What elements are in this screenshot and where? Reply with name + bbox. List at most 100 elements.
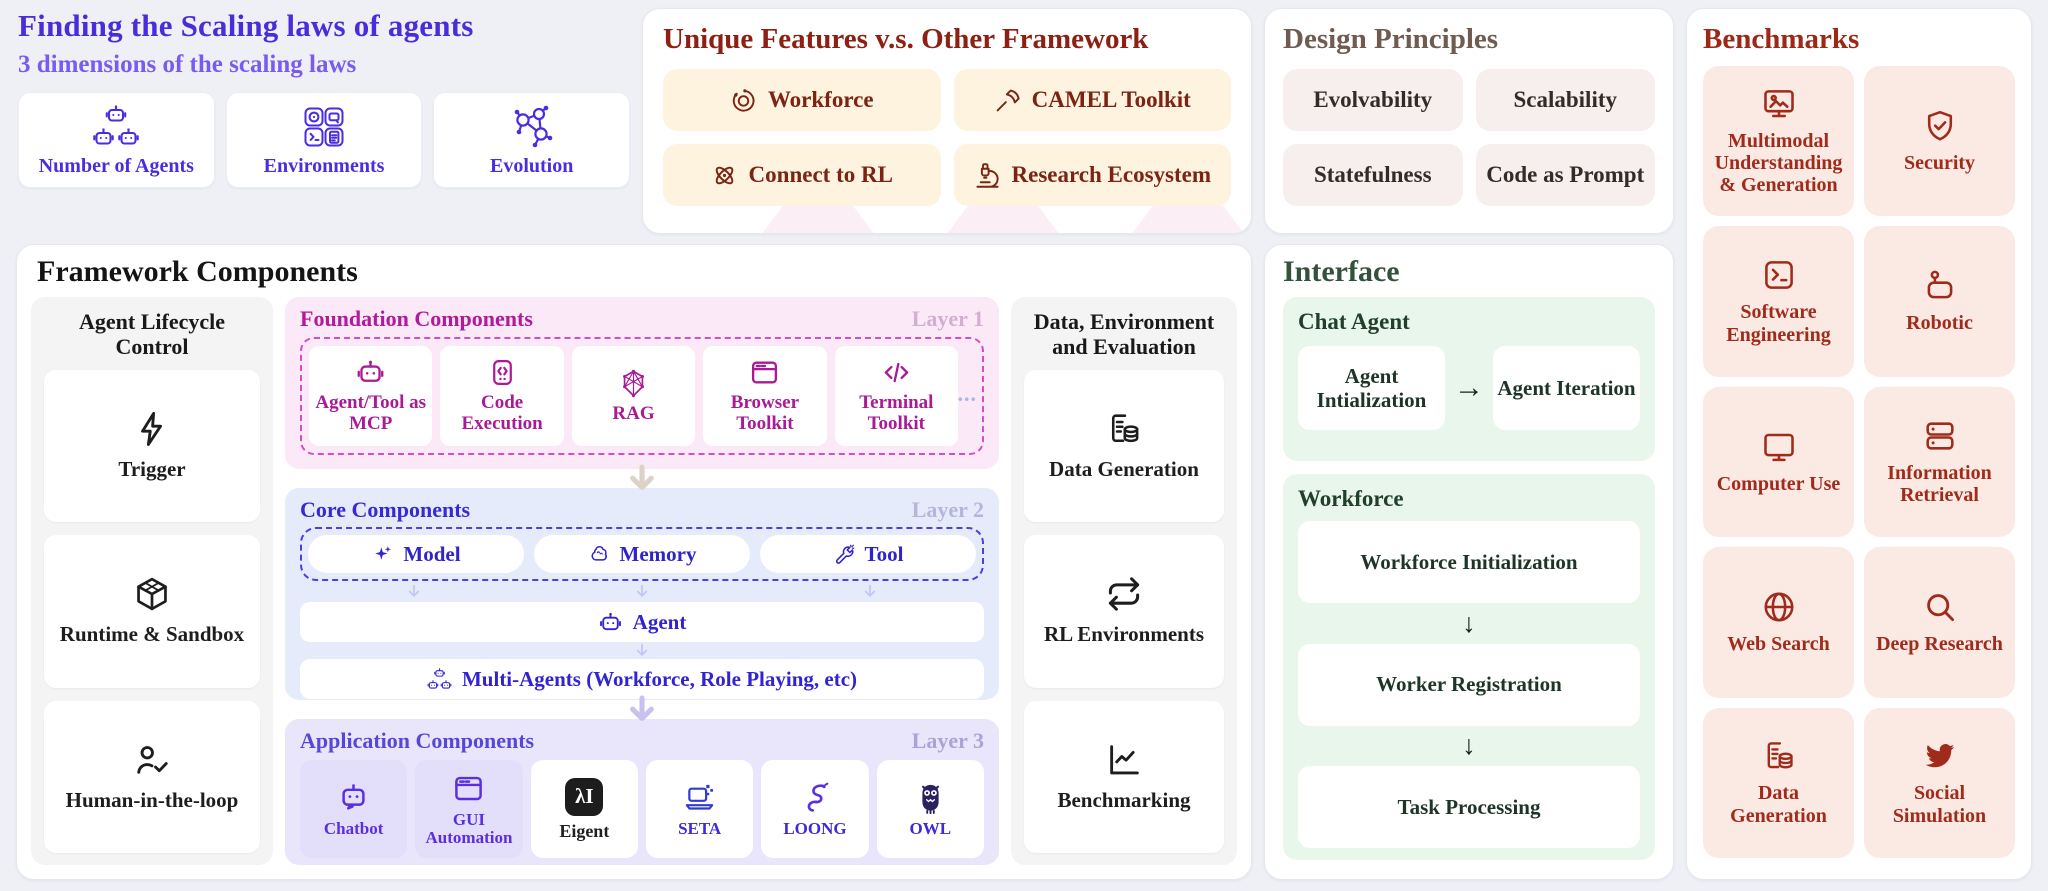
layer2-to-layer3-arrow	[285, 700, 999, 719]
step-worker-registration: Worker Registration	[1298, 643, 1640, 726]
benchmark-computer-use: Computer Use	[1703, 386, 1854, 538]
feature-workforce: Workforce	[663, 69, 941, 131]
search-icon	[1922, 589, 1958, 625]
application-cards: Chatbot GUI Automation λI Eigent SETA	[300, 760, 984, 858]
code-slash-icon	[881, 357, 912, 388]
benchmark-label: Deep Research	[1876, 633, 2003, 656]
multi-robot-network-icon	[427, 667, 452, 692]
data-generation-card: Data Generation	[1024, 369, 1224, 523]
benchmarks-title: Benchmarks	[1703, 23, 1860, 55]
benchmark-security: Security	[1864, 66, 2015, 217]
principle-evolvability: Evolvability	[1283, 69, 1463, 131]
step-label: Workforce Initialization	[1360, 549, 1578, 574]
design-principles-title: Design Principles	[1283, 23, 1499, 55]
interface-panel: Interface Chat Agent Agent Intialization…	[1264, 244, 1674, 880]
card-label: Environments	[263, 154, 385, 177]
more-toolkits-ellipsis: ...	[957, 380, 977, 406]
robot-icon	[598, 610, 623, 635]
document-database-icon	[1105, 410, 1143, 448]
mesh-graph-icon	[618, 368, 649, 399]
component-terminal-toolkit: Terminal Toolkit	[834, 346, 959, 446]
data-env-label: Benchmarking	[1057, 787, 1191, 812]
lifecycle-label: Runtime & Sandbox	[59, 622, 245, 647]
design-principles-panel: Design Principles Evolvability Scalabili…	[1264, 8, 1674, 234]
workforce-box: Workforce Workforce Initialization ↓ Wor…	[1283, 474, 1655, 860]
card-number-of-agents: Number of Agents	[18, 92, 215, 188]
app-label: Chatbot	[323, 818, 384, 838]
person-check-icon	[133, 741, 171, 779]
component-label: RAG	[612, 402, 655, 424]
feature-label: Workforce	[767, 87, 874, 112]
scaling-subtitle: 3 dimensions of the scaling laws	[18, 51, 357, 78]
step-label: Agent Iteration	[1497, 375, 1636, 400]
data-env-eval-column: Data, Environment and Evaluation Data Ge…	[1011, 297, 1237, 865]
principle-statefulness: Statefulness	[1283, 144, 1463, 206]
benchmark-data-generation: Data Generation	[1703, 707, 1854, 858]
component-label: Code Execution	[461, 392, 543, 434]
step-workforce-initialization: Workforce Initialization	[1298, 521, 1640, 603]
layer1-label: Layer 1	[911, 306, 984, 331]
browser-window-icon	[749, 357, 780, 388]
app-label: Eigent	[559, 820, 610, 841]
scaling-laws-section: Finding the Scaling laws of agents 3 dim…	[18, 8, 631, 236]
core-model: Model	[308, 535, 524, 573]
wrench-icon	[833, 543, 856, 566]
down-arrow-icon	[860, 582, 880, 602]
core-tool: Tool	[760, 535, 976, 573]
benchmarks-grid: Multimodal Understanding & Generation Se…	[1703, 66, 2015, 858]
component-code-execution: Code Execution	[440, 346, 564, 446]
principle-label: Scalability	[1513, 87, 1617, 112]
foundation-dashed-group: Agent/Tool as MCP Code Execution RAG Bro…	[300, 337, 984, 455]
lifecycle-label: Trigger	[118, 456, 186, 481]
agent-to-multi-arrow	[300, 642, 984, 659]
chat-agent-box: Chat Agent Agent Intialization → Agent I…	[1283, 297, 1655, 461]
component-browser-toolkit: Browser Toolkit	[703, 346, 827, 446]
component-label: Browser Toolkit	[730, 392, 800, 434]
owl-icon	[914, 781, 947, 814]
app-label: OWL	[909, 818, 952, 838]
layer1-to-layer2-arrow	[285, 469, 999, 488]
app-label: LOONG	[783, 818, 847, 838]
feature-label: Research Ecosystem	[1011, 162, 1212, 187]
step-agent-initialization: Agent Intialization	[1298, 346, 1445, 430]
data-env-title: Data, Environment and Evaluation	[1033, 309, 1215, 360]
feature-camel-toolkit: CAMEL Toolkit	[953, 69, 1231, 131]
app-loong: LOONG	[761, 760, 869, 858]
core-pill-label: Model	[403, 541, 461, 566]
chat-robot-icon	[337, 781, 370, 814]
browser-window-icon	[452, 772, 485, 805]
lightning-icon	[133, 410, 171, 448]
monitor-image-icon	[1761, 86, 1797, 122]
feature-label: CAMEL Toolkit	[1031, 87, 1191, 112]
monitor-icon	[1761, 429, 1797, 465]
server-icon	[1922, 418, 1958, 454]
benchmark-label: Security	[1903, 152, 1976, 174]
core-dashed-group: Model Memory Tool	[300, 527, 984, 581]
multi-agents-bar: Multi-Agents (Workforce, Role Playing, e…	[300, 659, 984, 699]
feature-research-ecosystem: Research Ecosystem	[953, 144, 1231, 206]
feature-label: Connect to RL	[748, 162, 893, 187]
lifecycle-label: Human-in-the-loop	[65, 787, 239, 812]
core-title: Core Components	[300, 497, 471, 522]
app-chatbot: Chatbot	[300, 760, 408, 858]
right-arrow: →	[1454, 371, 1484, 404]
step-label: Agent Intialization	[1316, 363, 1427, 412]
core-pill-label: Tool	[864, 541, 904, 566]
shield-check-icon	[1922, 108, 1958, 144]
benchmark-label: Computer Use	[1716, 472, 1841, 495]
orbit-icon	[730, 87, 757, 114]
document-database-icon	[1761, 738, 1797, 774]
unique-features-panel: Unique Features v.s. Other Framework Wor…	[642, 8, 1252, 234]
component-label: Agent/Tool as MCP	[315, 392, 427, 434]
microscope-icon	[974, 162, 1001, 189]
cube-icon	[133, 575, 171, 613]
chat-agent-title: Chat Agent	[1298, 309, 1410, 334]
principle-label: Evolvability	[1313, 87, 1433, 112]
step-agent-iteration: Agent Iteration	[1493, 346, 1640, 430]
benchmark-label: Data Generation	[1730, 782, 1827, 827]
hammer-icon	[994, 87, 1021, 114]
layer2-label: Layer 2	[911, 497, 984, 522]
application-components-section: Application Components Layer 3 Chatbot G…	[285, 719, 999, 865]
scaling-cards: Number of Agents Environments Evolution	[18, 92, 631, 188]
atom-icon	[711, 162, 738, 189]
